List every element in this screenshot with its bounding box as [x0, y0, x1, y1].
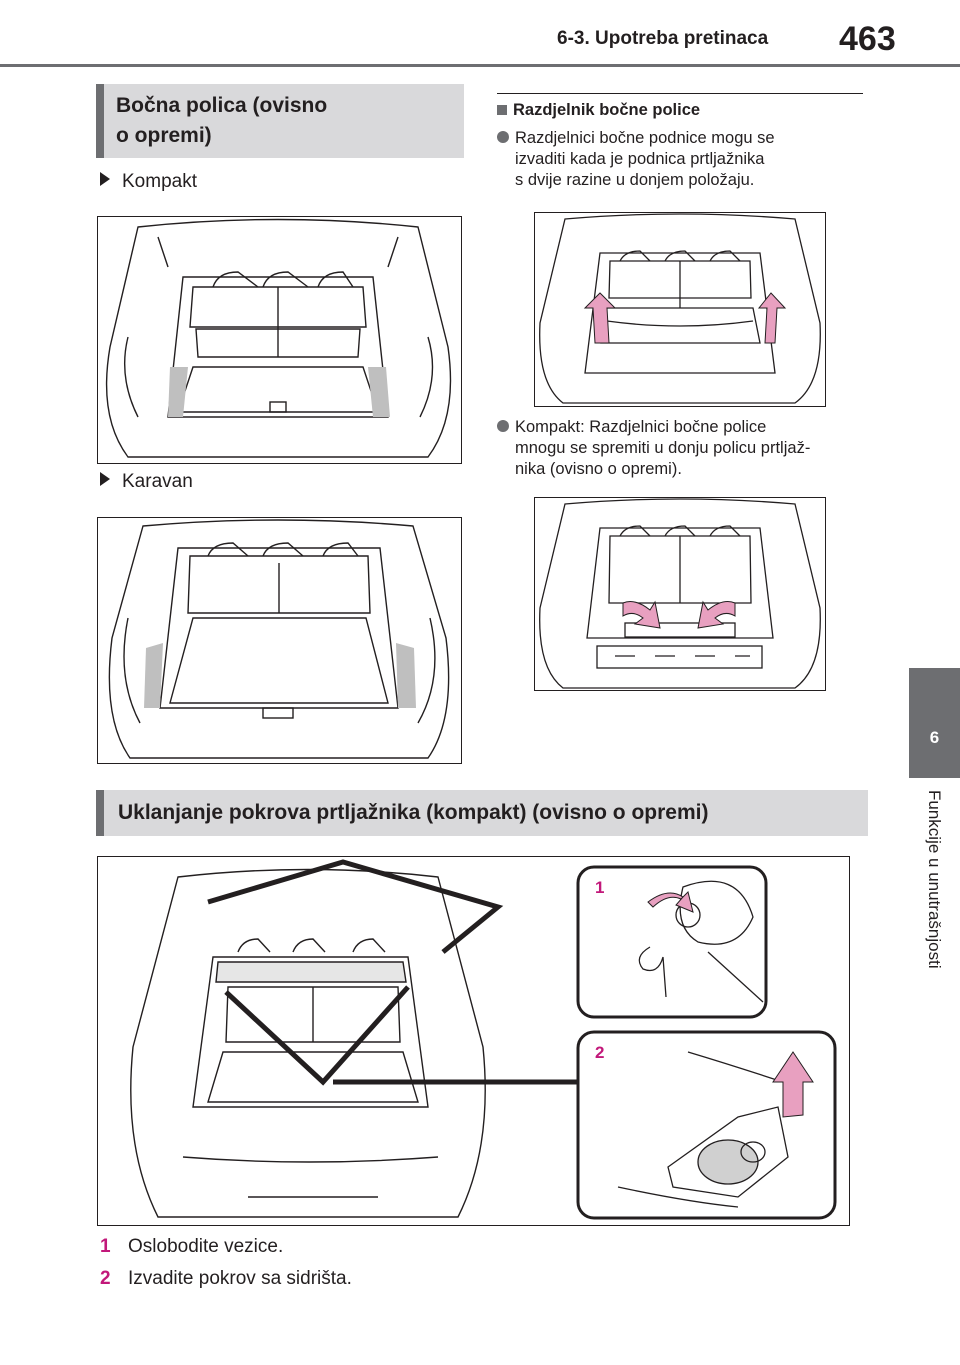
variant-label-estate: Karavan: [100, 471, 193, 493]
bullet1-line2: izvaditi kada je podnica prtljažnika: [515, 150, 765, 168]
bullet-item-1: Razdjelnici bočne podnice mogu se izvadi…: [497, 128, 867, 191]
subheading-divider: Razdjelnik bočne police: [497, 100, 700, 121]
square-bullet-icon: [497, 105, 507, 115]
divider-storage-illustration: [539, 498, 821, 689]
step-number: 1: [100, 1236, 111, 1257]
step-1: 1 Oslobodite vezice.: [100, 1236, 283, 1258]
bullet-item-2: Kompakt: Razdjelnici bočne police mnogu …: [497, 417, 877, 480]
figure-estate-trunk: [97, 517, 462, 764]
detail-bubble-1: [576, 865, 768, 1019]
circle-bullet-icon: [497, 420, 509, 432]
bullet2-line3: nika (ovisno o opremi).: [515, 460, 682, 478]
estate-trunk-illustration: [108, 519, 450, 759]
page-number: 463: [839, 20, 896, 58]
variant-text: Kompakt: [122, 171, 197, 192]
step-text: Oslobodite vezice.: [128, 1236, 284, 1257]
variant-text: Karavan: [122, 471, 193, 492]
section-heading-side-shelf: Bočna polica (ovisno o opremi): [96, 84, 464, 158]
step-2: 2 Izvadite pokrov sa sidrišta.: [100, 1268, 352, 1290]
bullet1-line3: s dvije razine u donjem položaju.: [515, 171, 755, 189]
bullet1-line1: Razdjelnici bočne podnice mogu se: [515, 129, 775, 147]
section-heading-line1: Bočna polica (ovisno: [116, 94, 328, 117]
step-text: Izvadite pokrov sa sidrišta.: [128, 1268, 352, 1289]
triangle-bullet-icon: [100, 472, 110, 486]
bullet2-line1: Kompakt: Razdjelnici bočne police: [515, 418, 767, 436]
figure-divider-removal: [534, 212, 826, 407]
section-heading-cover-removal: Uklanjanje pokrova prtljažnika (kompakt)…: [96, 790, 868, 836]
section-heading-line2: o opremi): [116, 124, 212, 147]
bullet2-line2: mnogu se spremiti u donju policu prtljaž…: [515, 439, 811, 457]
figure-label-2: 2: [595, 1043, 604, 1062]
compact-trunk-illustration: [105, 218, 452, 458]
divider-removal-illustration: [539, 213, 821, 404]
chapter-number: 6: [929, 728, 940, 747]
header-rule: [0, 64, 960, 67]
chapter-tab: 6: [909, 668, 960, 778]
running-header-title: 6-3. Upotreba pretinaca: [557, 28, 769, 49]
chapter-title: Funkcije u unutrašnjosti: [925, 790, 944, 969]
variant-label-compact: Kompakt: [100, 171, 197, 193]
circle-bullet-icon: [497, 131, 509, 143]
subsection-rule: [497, 93, 863, 94]
cover-removal-illustration: 1 2: [130, 859, 837, 1220]
subheading-text: Razdjelnik bočne police: [513, 101, 701, 119]
triangle-bullet-icon: [100, 172, 110, 186]
figure-label-1: 1: [595, 878, 604, 897]
figure-divider-storage: [534, 497, 826, 691]
step-number: 2: [100, 1268, 111, 1289]
figure-compact-trunk: [97, 216, 462, 464]
figure-cover-removal: 1 2: [97, 856, 850, 1226]
